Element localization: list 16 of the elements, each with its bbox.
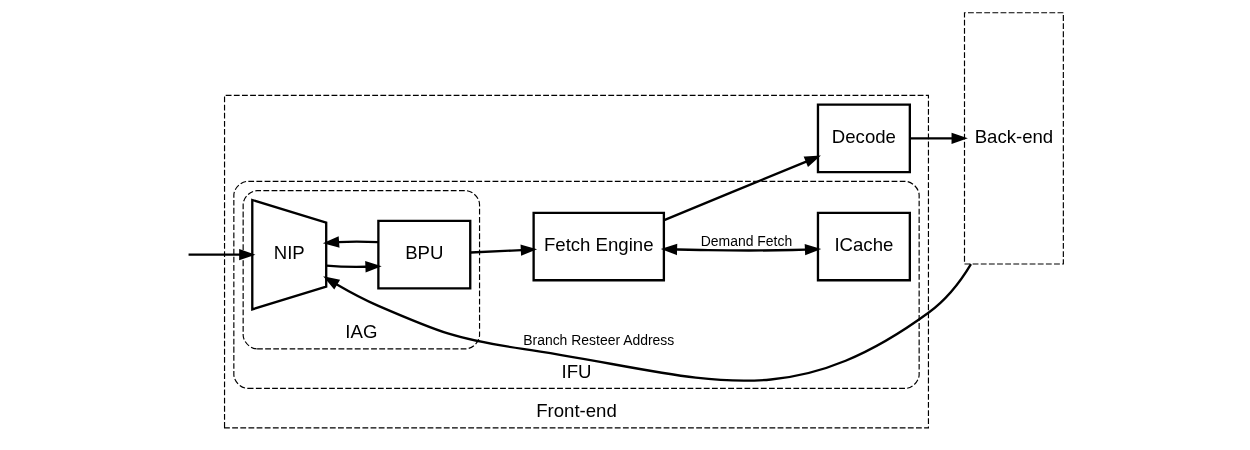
edge-label: Branch Resteer Address: [522, 331, 674, 348]
arrow: [660, 243, 821, 256]
arrow: [325, 261, 382, 273]
node-box: Decode: [816, 103, 911, 174]
arrow: [470, 244, 537, 256]
node-box: BPU: [376, 219, 471, 290]
node-box: ICache: [816, 211, 911, 282]
node-box: NIP: [250, 198, 327, 311]
node-box: Fetch Engine: [531, 211, 665, 282]
arrow: [188, 248, 255, 261]
arrow: [909, 132, 968, 145]
arrow: [322, 263, 972, 382]
arrow: [322, 236, 378, 248]
edge-label: Demand Fetch: [700, 233, 792, 250]
node-box: Back-end: [963, 12, 1064, 265]
arrow: [663, 155, 821, 222]
